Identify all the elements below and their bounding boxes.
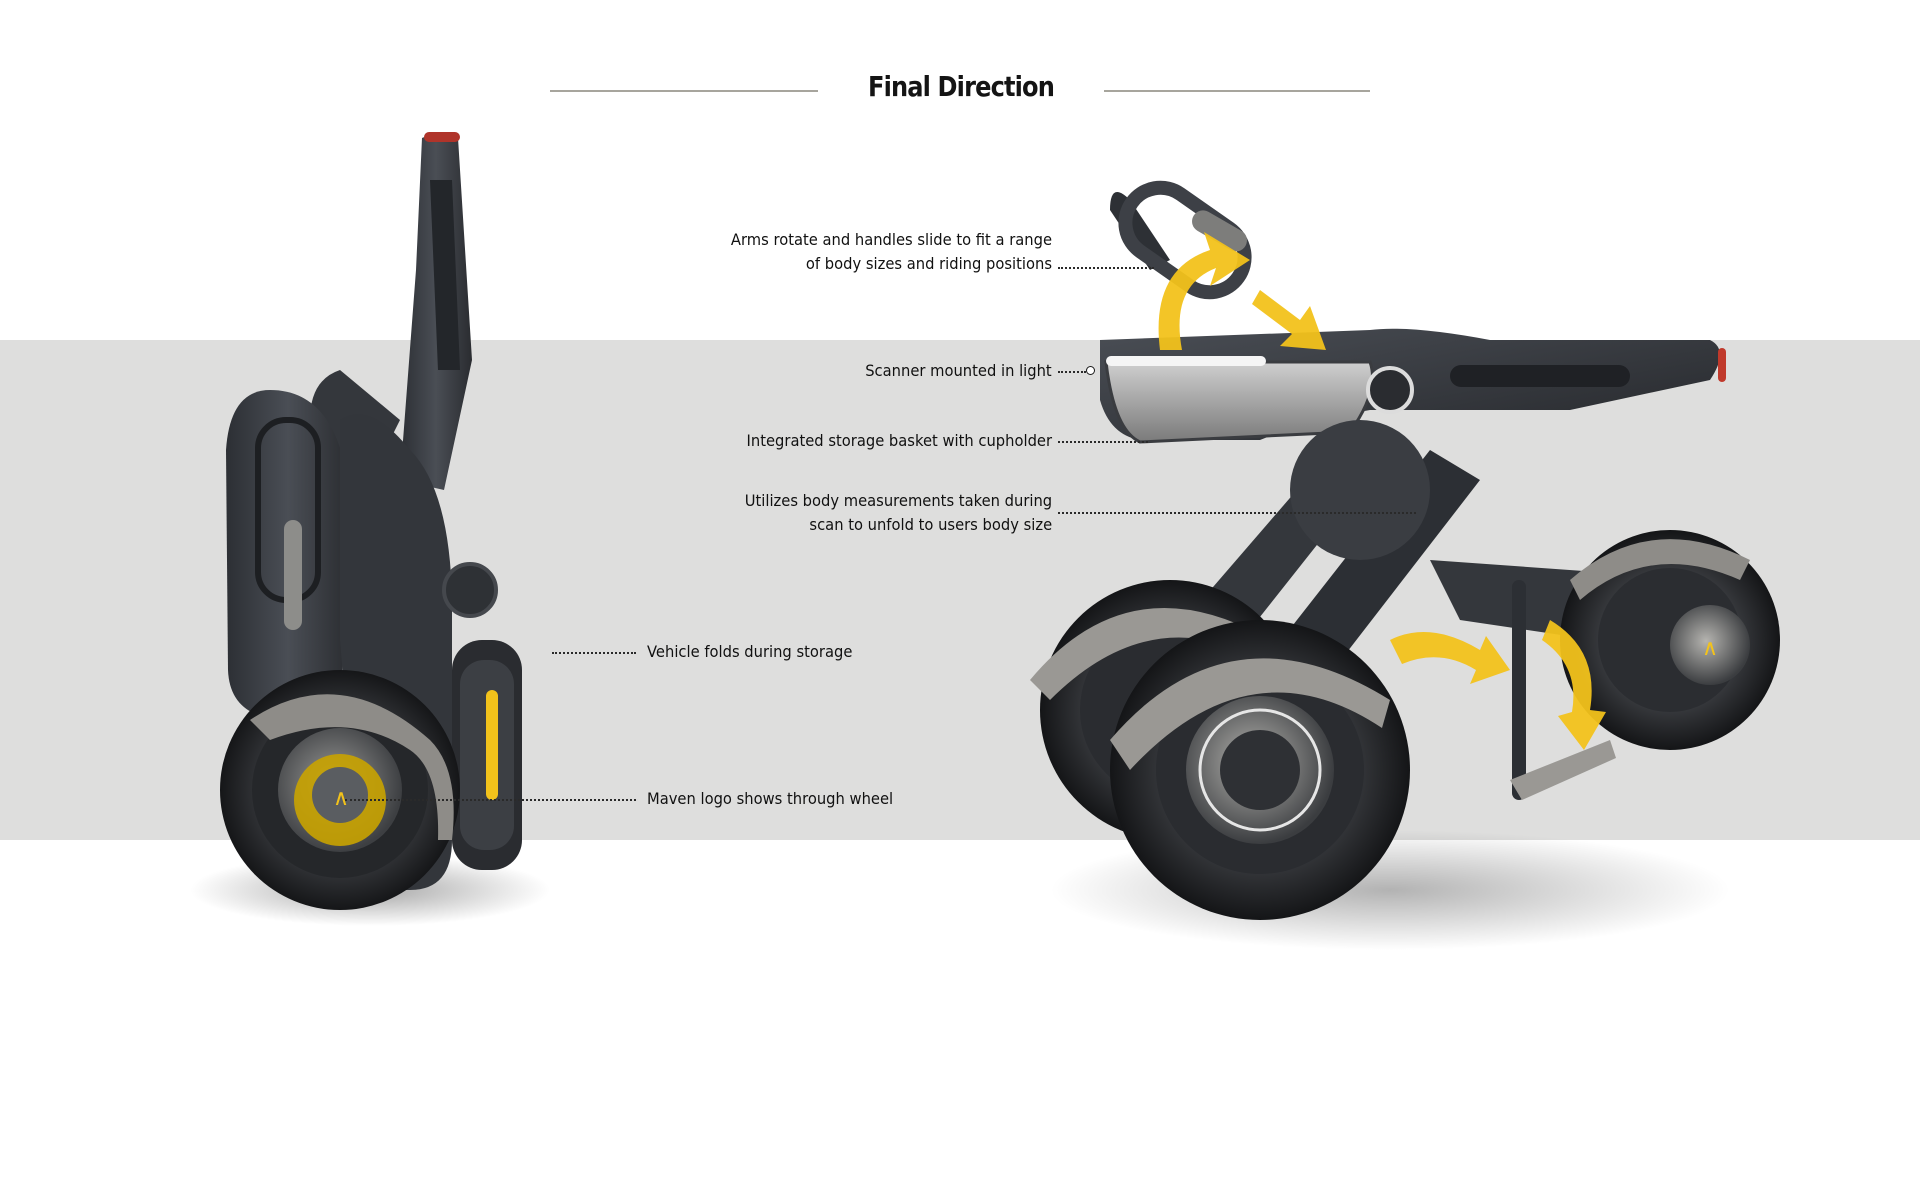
callout-scanner: Scanner mounted in light [865,361,1052,380]
title-header: Final Direction [0,60,1920,120]
callout-measurements: Utilizes body measurements taken during … [745,489,1052,537]
callout-measurements-leader [1058,512,1416,514]
callout-folds-leader [552,652,636,654]
callout-folds: Vehicle folds during storage [647,642,853,661]
callout-arms-leader [1058,267,1154,269]
title-rule-left [550,90,818,92]
callout-measurements-line-1: Utilizes body measurements taken during [744,491,1052,510]
callout-scanner-dot [1086,366,1095,375]
callout-basket-leader [1058,441,1148,443]
svg-text:∧: ∧ [333,786,349,811]
page-title: Final Direction [867,70,1055,103]
callout-arms: Arms rotate and handles slide to fit a r… [731,228,1052,276]
callout-measurements-line-2: scan to unfold to users body size [809,515,1052,534]
unfolded-vehicle-render: ∧ [1030,180,1780,950]
callout-scanner-leader [1058,371,1086,373]
folded-vehicle-render: ∧ [190,132,550,926]
callout-basket: Integrated storage basket with cupholder [746,431,1052,450]
svg-text:∧: ∧ [1702,636,1718,661]
callout-arms-line-1: Arms rotate and handles slide to fit a r… [730,230,1052,249]
title-rule-right [1104,90,1370,92]
callout-logo-leader [345,799,636,801]
callout-arms-line-2: of body sizes and riding positions [805,254,1052,273]
callout-logo: Maven logo shows through wheel [647,789,894,808]
